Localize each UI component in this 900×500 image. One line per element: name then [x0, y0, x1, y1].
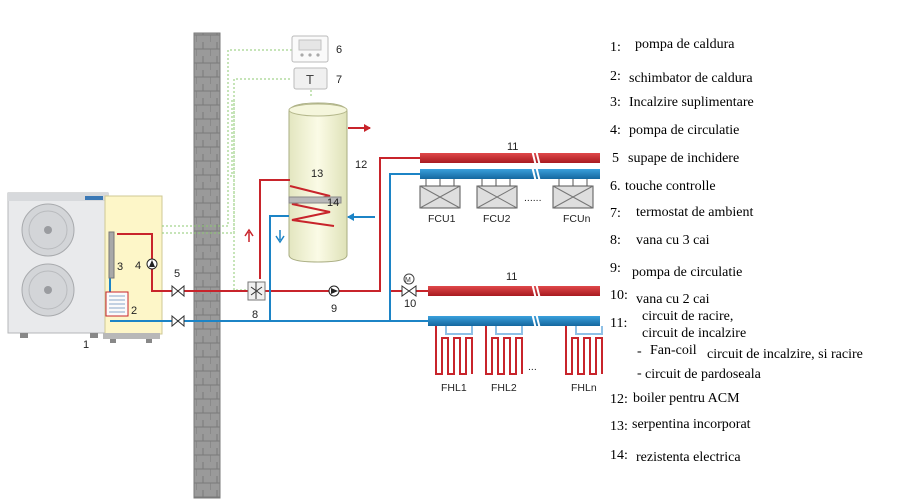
fcu-unit: [552, 179, 594, 209]
fcu-unit: [476, 179, 518, 209]
fcu-label: ......: [524, 192, 542, 204]
label-thermostat: 7: [336, 74, 342, 86]
label-electric-heater: 14: [327, 197, 339, 209]
controller-panel: [291, 35, 329, 63]
aux-heater: [108, 231, 115, 279]
legend-num: -: [637, 366, 642, 381]
legend-num: 11:: [610, 316, 627, 331]
label-heat-pump: 1: [83, 339, 89, 351]
label-heat-exchanger: 2: [131, 305, 137, 317]
legend-text: pompa de circulatie: [632, 265, 742, 280]
label-shutoff-valve: 5: [174, 268, 180, 280]
legend-num: 12:: [610, 392, 628, 407]
label-pump-a: 4: [135, 260, 141, 272]
fhl-label: FHL2: [491, 382, 517, 394]
shutoff-valve-cold: [171, 314, 185, 328]
tank-coil-icon: [259, 179, 342, 279]
supply-piping: [109, 157, 428, 322]
label-three-way-valve: 8: [252, 309, 258, 321]
fhl-label: ...: [528, 361, 537, 373]
legend-num: 1:: [610, 40, 621, 55]
legend-text: Fan-coil: [650, 343, 697, 358]
room-thermostat: T: [293, 67, 328, 90]
wall: [193, 32, 221, 499]
two-way-valve: M: [401, 273, 417, 297]
legend-num: 3:: [610, 95, 621, 110]
legend-num: 13:: [610, 419, 628, 434]
label-controller: 6: [336, 44, 342, 56]
legend-num: 9:: [610, 261, 621, 276]
fhl-manifolds: [428, 282, 600, 330]
legend-text: serpentina incorporat: [632, 417, 751, 432]
legend-num: 5: [612, 151, 619, 166]
fhl-label: FHL1: [441, 382, 467, 394]
fan-top-icon: [21, 203, 75, 257]
legend-num: 8:: [610, 233, 621, 248]
heat-pump-unit: [7, 192, 109, 338]
motor-glyph: M: [405, 277, 411, 284]
legend-text: pompa de caldura: [635, 37, 735, 52]
legend-text: schimbator de caldura: [629, 71, 753, 86]
legend-num: 7:: [610, 206, 621, 221]
thermostat-glyph: T: [306, 72, 314, 87]
dhw-boiler-tank: [288, 102, 348, 263]
three-way-valve: [247, 281, 266, 301]
legend-text: circuit de incalzire, si racire: [707, 347, 863, 362]
fhl-label: FHLn: [571, 382, 597, 394]
legend-num: 14:: [610, 448, 628, 463]
fcu-manifolds: [420, 149, 600, 183]
label-aux-heater: 3: [117, 261, 123, 273]
legend-num: -: [637, 344, 642, 359]
fan-bottom-icon: [21, 263, 75, 317]
legend-text: boiler pentru ACM: [633, 391, 740, 406]
legend-text: circuit de incalzire: [642, 326, 746, 341]
legend-text: touche controlle: [625, 179, 716, 194]
legend-text: circuit de pardoseala: [645, 367, 762, 382]
legend-num: 6.: [610, 179, 621, 194]
fcu-label: FCUn: [563, 213, 591, 225]
legend-text: supape de inchidere: [628, 151, 739, 166]
legend-text: termostat de ambient: [636, 205, 754, 220]
shutoff-valve-hot: [171, 284, 185, 298]
legend-num: 4:: [610, 123, 621, 138]
pump-icon-9: [328, 285, 340, 297]
legend-text: circuit de racire,: [642, 309, 733, 324]
legend-text: vana cu 2 cai: [636, 292, 710, 307]
legend-text: pompa de circulatie: [629, 123, 739, 138]
fan-coil-units: [419, 179, 594, 209]
label-circuit-fhl: 11: [506, 271, 517, 283]
label-coil: 13: [311, 168, 323, 180]
legend-num: 10:: [610, 288, 628, 303]
legend-num: 2:: [610, 69, 621, 84]
label-pump-b: 9: [331, 303, 337, 315]
pump-icon-4: [146, 258, 158, 270]
fcu-label: FCU2: [483, 213, 511, 225]
heat-exchanger: [105, 291, 129, 317]
legend-text: rezistenta electrica: [636, 450, 741, 465]
legend: 1: pompa de caldura 2: schimbator de cal…: [610, 37, 863, 465]
label-boiler: 12: [355, 159, 367, 171]
legend-text: Incalzire suplimentare: [629, 95, 754, 110]
fcu-label: FCU1: [428, 213, 456, 225]
fcu-unit: [419, 179, 461, 209]
legend-text: vana cu 3 cai: [636, 233, 710, 248]
label-circuit-fcu: 11: [507, 141, 518, 153]
label-two-way-valve: 10: [404, 298, 416, 310]
floor-heating-loops: [435, 326, 603, 375]
